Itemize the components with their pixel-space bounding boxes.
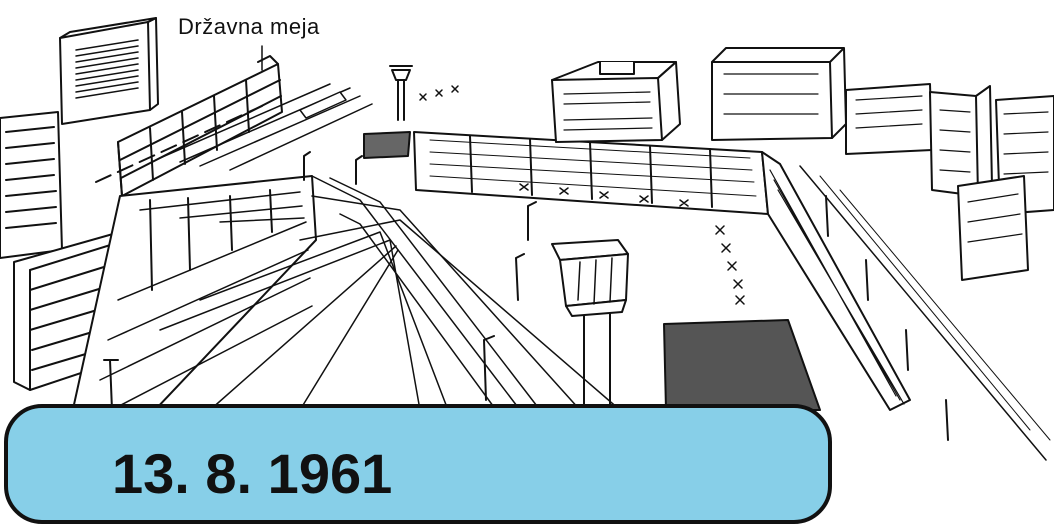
border-fortification-illustration	[0, 0, 1054, 468]
apartment-building-top-left	[60, 18, 158, 124]
apartment-building-left	[0, 112, 62, 258]
building-background-center	[552, 62, 680, 142]
apartment-buildings-right	[930, 86, 1054, 280]
hatched-patch	[364, 132, 410, 158]
caption-date: 13. 8. 1961	[112, 446, 392, 502]
border-label: Državna meja	[178, 14, 320, 40]
minefield-area	[664, 320, 820, 410]
watchtower-far	[390, 66, 412, 120]
building-background-right	[712, 48, 932, 154]
border-wall-center	[414, 132, 768, 214]
date-caption-card: 13. 8. 1961	[4, 404, 832, 524]
